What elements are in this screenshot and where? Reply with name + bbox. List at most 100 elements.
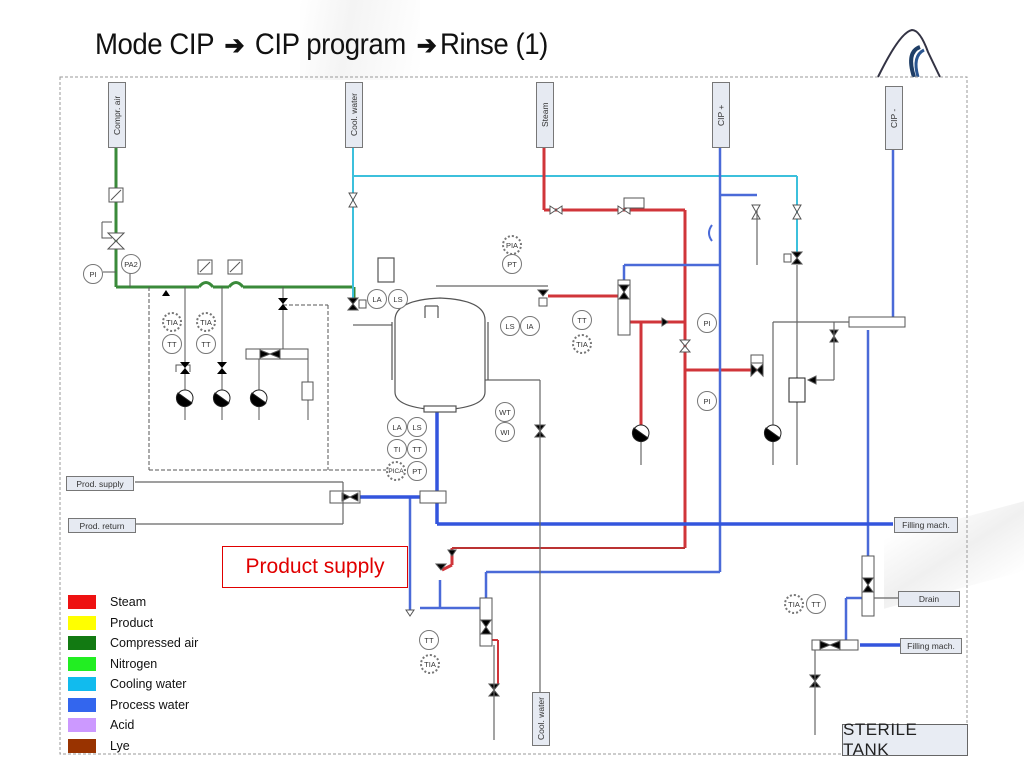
pumps-right xyxy=(631,377,806,443)
valves-left xyxy=(162,290,288,374)
tag-drain: Drain xyxy=(898,591,960,607)
compressed-air-lines xyxy=(114,148,356,300)
legend-label: Process water xyxy=(110,697,190,712)
inlet-cool-water: Cool. water xyxy=(345,82,363,148)
legend-label: Lye xyxy=(110,738,130,753)
legend-item: Nitrogen xyxy=(68,654,198,675)
instrument-tia: TIA xyxy=(572,334,592,354)
instrument-tt: TT xyxy=(162,334,182,354)
legend-item: Process water xyxy=(68,695,198,716)
heater-icon xyxy=(301,381,314,401)
valve-icon xyxy=(549,205,563,215)
inlet-steam: Steam xyxy=(536,82,554,148)
instrument-tt: TT xyxy=(196,334,216,354)
instrument-ls: LS xyxy=(500,316,520,336)
legend-swatch xyxy=(68,656,96,671)
legend-item: Acid xyxy=(68,715,198,736)
instrument-tt: TT xyxy=(572,310,592,330)
instrument-la: LA xyxy=(367,289,387,309)
heat-exchanger-icon xyxy=(788,377,806,403)
company-logo xyxy=(877,28,941,78)
cooling-valves xyxy=(346,192,804,311)
sterile-tank xyxy=(377,257,489,413)
process-water-lines xyxy=(408,148,895,645)
tag-filling-mach-in: Filling mach. xyxy=(900,638,962,654)
instrument-pi: PI xyxy=(697,313,717,333)
instrument-pt: PT xyxy=(407,461,427,481)
instrument-ti: TI xyxy=(387,439,407,459)
vent-filter-icon xyxy=(377,257,395,283)
legend-label: Acid xyxy=(110,718,135,733)
process-water-valves xyxy=(329,224,906,697)
instrument-pi: PI xyxy=(697,391,717,411)
steam-valves xyxy=(536,197,764,378)
instrument-wi: WI xyxy=(495,422,515,442)
legend-item: Steam xyxy=(68,592,198,613)
air-components xyxy=(101,187,390,471)
title-mode: Mode CIP xyxy=(95,28,214,61)
instrument-ls: LS xyxy=(388,289,408,309)
legend: Steam Product Compressed air Nitrogen Co… xyxy=(68,592,198,756)
instrument-tt: TT xyxy=(407,439,427,459)
tag-prod-supply: Prod. supply xyxy=(66,476,134,491)
legend-swatch xyxy=(68,636,96,651)
arrow-right-icon: ➔ xyxy=(224,30,245,60)
instrument-tt: TT xyxy=(419,630,439,650)
tag-filling-mach-out: Filling mach. xyxy=(894,517,958,533)
legend-swatch xyxy=(68,615,96,630)
tank-vessel xyxy=(394,297,486,411)
instrument-tia: TIA xyxy=(162,312,182,332)
legend-item: Compressed air xyxy=(68,633,198,654)
legend-swatch xyxy=(68,718,96,733)
legend-swatch xyxy=(68,738,96,753)
instrument-tia: TIA xyxy=(784,594,804,614)
instrument-wt: WT xyxy=(495,402,515,422)
outlet-cip-minus: CIP - xyxy=(885,86,903,150)
product-supply-callout: Product supply xyxy=(222,546,408,588)
neutral-lines xyxy=(135,210,898,740)
legend-swatch xyxy=(68,697,96,712)
instrument-tia: TIA xyxy=(420,654,440,674)
legend-label: Product xyxy=(110,615,154,630)
pumps-left xyxy=(175,389,268,408)
legend-label: Cooling water xyxy=(110,677,187,692)
instrument-pia: PIA xyxy=(502,235,522,255)
process-water-bold-lines xyxy=(355,410,900,647)
legend-item: Lye xyxy=(68,736,198,757)
instrument-la: LA xyxy=(387,417,407,437)
valve-icon xyxy=(278,298,288,310)
legend-swatch xyxy=(68,595,96,610)
arrow-right-icon: ➔ xyxy=(416,30,437,60)
instrument-pt: PT xyxy=(502,254,522,274)
instrument-tt: TT xyxy=(806,594,826,614)
valve-icon xyxy=(790,251,804,265)
instrument-pi: PI xyxy=(83,264,103,284)
valve-icon xyxy=(536,289,550,297)
title-program: CIP program xyxy=(254,28,406,61)
instrument-pa2: PA2 xyxy=(121,254,141,274)
check-valve-icon xyxy=(162,290,170,296)
tag-prod-return: Prod. return xyxy=(68,518,136,533)
inlet-cip-plus: CIP + xyxy=(712,82,730,148)
valve-icon xyxy=(750,362,764,378)
outlet-cool-water: Cool. water xyxy=(532,692,550,746)
drawing-frame xyxy=(59,76,968,755)
instrument-ls: LS xyxy=(407,417,427,437)
instrument-tia: TIA xyxy=(196,312,216,332)
valve-icon xyxy=(346,297,360,311)
inlet-compr-air: Compr. air xyxy=(108,82,126,148)
legend-label: Steam xyxy=(110,595,147,610)
instrument-pica: PICA xyxy=(386,461,406,481)
legend-label: Nitrogen xyxy=(110,656,158,671)
sight-glass-icon xyxy=(708,224,713,242)
valve-icon xyxy=(678,339,692,353)
legend-item: Product xyxy=(68,613,198,634)
check-valve-icon xyxy=(661,317,669,327)
legend-swatch xyxy=(68,677,96,692)
valve-icon xyxy=(217,362,227,374)
legend-label: Compressed air xyxy=(110,636,199,651)
valve-icon xyxy=(180,362,190,374)
legend-item: Cooling water xyxy=(68,674,198,695)
cooling-water-lines xyxy=(352,148,798,300)
